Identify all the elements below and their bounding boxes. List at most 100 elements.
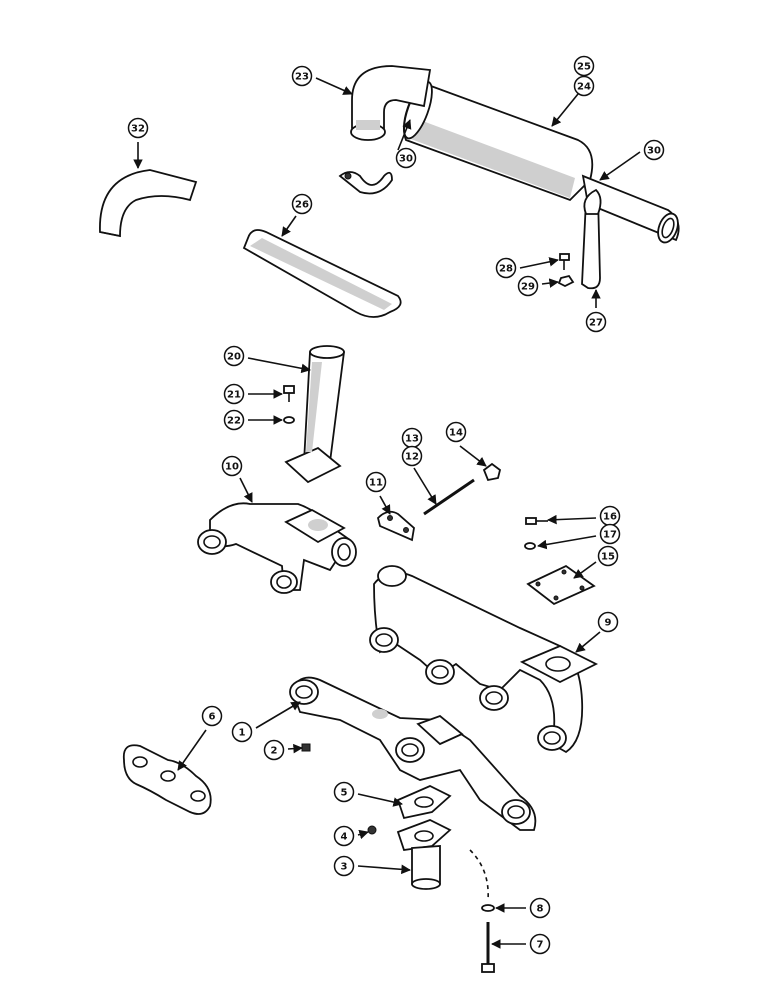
callout-30: 30 — [395, 119, 417, 169]
callout-circle — [333, 781, 355, 803]
callout-circle — [643, 139, 665, 161]
leader-line — [247, 357, 311, 374]
stud-12 — [423, 478, 475, 516]
curved-pipe-32 — [99, 169, 198, 238]
callout-circle — [333, 855, 355, 877]
callout-number: 15 — [601, 552, 615, 563]
callout-number: 12 — [405, 452, 419, 463]
callout-number: 32 — [131, 124, 145, 135]
callout-number: 13 — [405, 434, 419, 445]
callout-number: 7 — [537, 940, 544, 951]
callout-circle — [495, 257, 517, 279]
callout-number: 10 — [225, 462, 239, 473]
callout-circle — [365, 471, 387, 493]
callout-16: 16 — [547, 505, 621, 527]
leader-line — [379, 495, 391, 515]
callout-30: 30 — [599, 139, 665, 181]
leader-line — [315, 77, 353, 95]
leader-line — [551, 93, 579, 127]
exhaust-elbow — [350, 65, 432, 141]
callout-number: 6 — [209, 712, 216, 723]
callout-number: 8 — [537, 904, 544, 915]
callout-circle — [291, 193, 313, 215]
callout-number: 9 — [605, 618, 612, 629]
callout-circle — [585, 311, 607, 333]
callout-6: 6 — [177, 705, 223, 771]
callout-circle — [395, 147, 417, 169]
callout-circle — [127, 117, 149, 139]
callout-27: 27 — [585, 289, 607, 333]
gasket-5 — [396, 785, 452, 820]
callout-number: 28 — [499, 264, 513, 275]
callout-circle — [221, 455, 243, 477]
callout-number: 3 — [341, 862, 348, 873]
bracket-11 — [377, 510, 415, 542]
exhaust-stack-pipe — [284, 345, 345, 484]
flange-adapter-3 — [396, 819, 452, 890]
washer-22 — [283, 416, 295, 424]
callout-circle — [223, 409, 245, 431]
callout-number: 16 — [603, 512, 617, 523]
callout-17: 17 — [537, 523, 621, 550]
callout-5: 5 — [333, 781, 403, 807]
callout-circle — [291, 65, 313, 87]
manifold-10 — [197, 502, 357, 594]
bolt-21 — [283, 385, 295, 402]
callout-number: 1 — [239, 728, 246, 739]
callout-32: 32 — [127, 117, 149, 169]
leader-line — [177, 729, 207, 771]
callout-12: 12 — [401, 445, 437, 505]
leader-line — [239, 477, 253, 503]
callout-28: 28 — [495, 257, 559, 279]
callout-circle — [529, 933, 551, 955]
leader-line — [547, 514, 597, 525]
heat-shield — [242, 229, 402, 318]
leader-line — [287, 743, 303, 754]
callout-number: 29 — [521, 282, 535, 293]
callout-number: 24 — [577, 82, 591, 93]
manifold-1 — [289, 676, 537, 831]
leader-line — [357, 864, 411, 875]
callout-number: 30 — [399, 154, 413, 165]
callout-circle — [517, 275, 539, 297]
clamp-lower-bracket — [581, 188, 602, 290]
callout-number: 26 — [295, 200, 309, 211]
callout-circle — [597, 545, 619, 567]
callout-9: 9 — [575, 611, 619, 653]
callout-number: 27 — [589, 318, 603, 329]
callout-15: 15 — [573, 545, 619, 579]
callout-circle — [223, 345, 245, 367]
leader-line — [541, 278, 559, 288]
nut-29 — [557, 274, 575, 288]
leader-line — [519, 257, 559, 269]
callout-circle — [201, 705, 223, 727]
muffler — [402, 80, 680, 244]
washer-8 — [481, 904, 495, 912]
callout-number: 23 — [295, 72, 309, 83]
callout-3: 3 — [333, 855, 411, 877]
bolt-16 — [525, 517, 548, 525]
leader-line — [459, 445, 487, 467]
washer-17 — [524, 542, 536, 550]
callout-number: 30 — [647, 146, 661, 157]
callout-13: 13 — [401, 427, 423, 449]
leader-line — [575, 631, 601, 653]
callout-number: 14 — [449, 428, 463, 439]
leader-line — [573, 561, 597, 579]
callout-number: 2 — [271, 746, 278, 757]
callout-14: 14 — [445, 421, 487, 467]
leader-line — [357, 829, 369, 840]
nut-14 — [482, 462, 502, 482]
callout-circle — [597, 611, 619, 633]
leader-line — [397, 119, 412, 151]
manifold-9 — [369, 565, 599, 754]
callout-1: 1 — [231, 701, 301, 743]
bolt-28 — [559, 253, 570, 270]
callout-layer: 2325243230302628292720212213121410111617… — [127, 55, 665, 955]
callout-number: 17 — [603, 530, 617, 541]
callout-4: 4 — [333, 825, 369, 847]
callout-26: 26 — [281, 193, 313, 237]
callout-circle — [573, 55, 595, 77]
